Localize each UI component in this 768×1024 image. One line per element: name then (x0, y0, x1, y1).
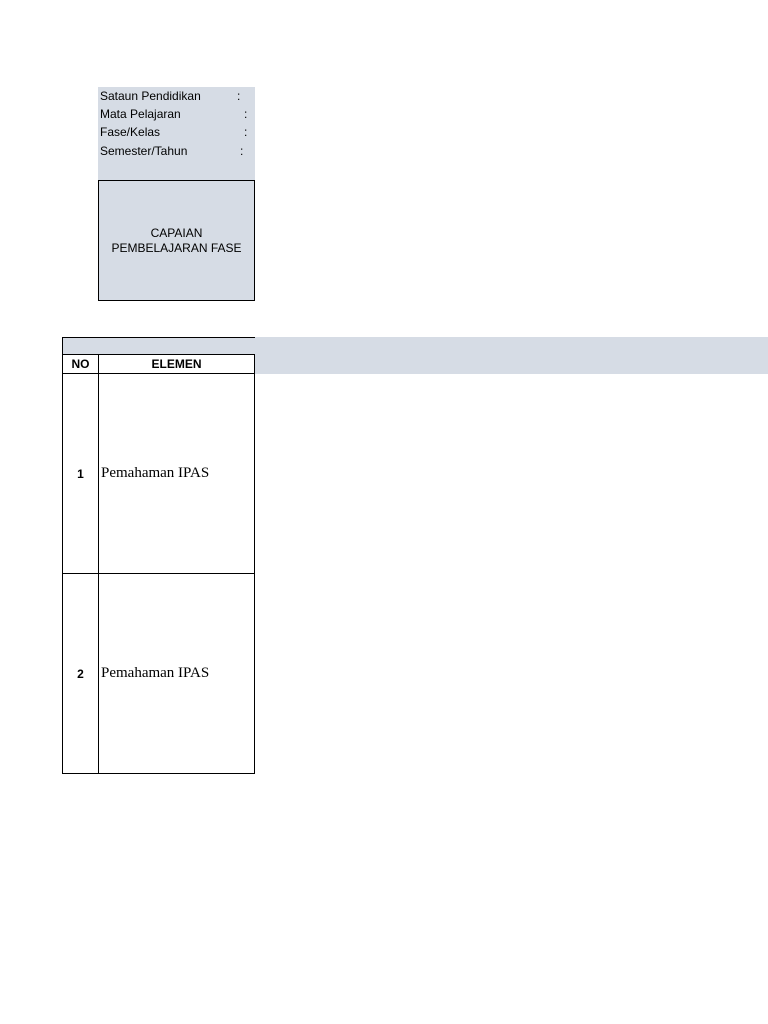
info-row-semester: Semester/Tahun : (98, 142, 255, 160)
table-row-elemen: Pemahaman IPAS (98, 373, 255, 574)
info-row-fase: Fase/Kelas : (98, 123, 255, 141)
info-colon: : (240, 144, 244, 158)
info-colon: : (237, 89, 241, 103)
header-band (62, 337, 255, 355)
capaian-title: CAPAIAN PEMBELAJARAN FASE (111, 225, 242, 255)
table-header-elemen: ELEMEN (98, 354, 255, 374)
info-row-satuan: Sataun Pendidikan : (98, 87, 255, 105)
info-block: Sataun Pendidikan : Mata Pelajaran : Fas… (98, 87, 255, 181)
capaian-box: CAPAIAN PEMBELAJARAN FASE (98, 180, 255, 301)
header-band-extension (255, 337, 768, 374)
info-label: Sataun Pendidikan (100, 89, 201, 103)
table-row-elemen: Pemahaman IPAS (98, 573, 255, 774)
table-header-no: NO (62, 354, 99, 374)
info-colon: : (244, 107, 248, 121)
info-label: Semester/Tahun (100, 144, 188, 158)
info-label: Fase/Kelas (100, 125, 161, 139)
info-label: Mata Pelajaran (100, 107, 181, 121)
info-colon: : (244, 125, 248, 139)
info-row-mapel: Mata Pelajaran : (98, 105, 255, 123)
table-row-no: 1 (62, 373, 99, 574)
table-row-no: 2 (62, 573, 99, 774)
